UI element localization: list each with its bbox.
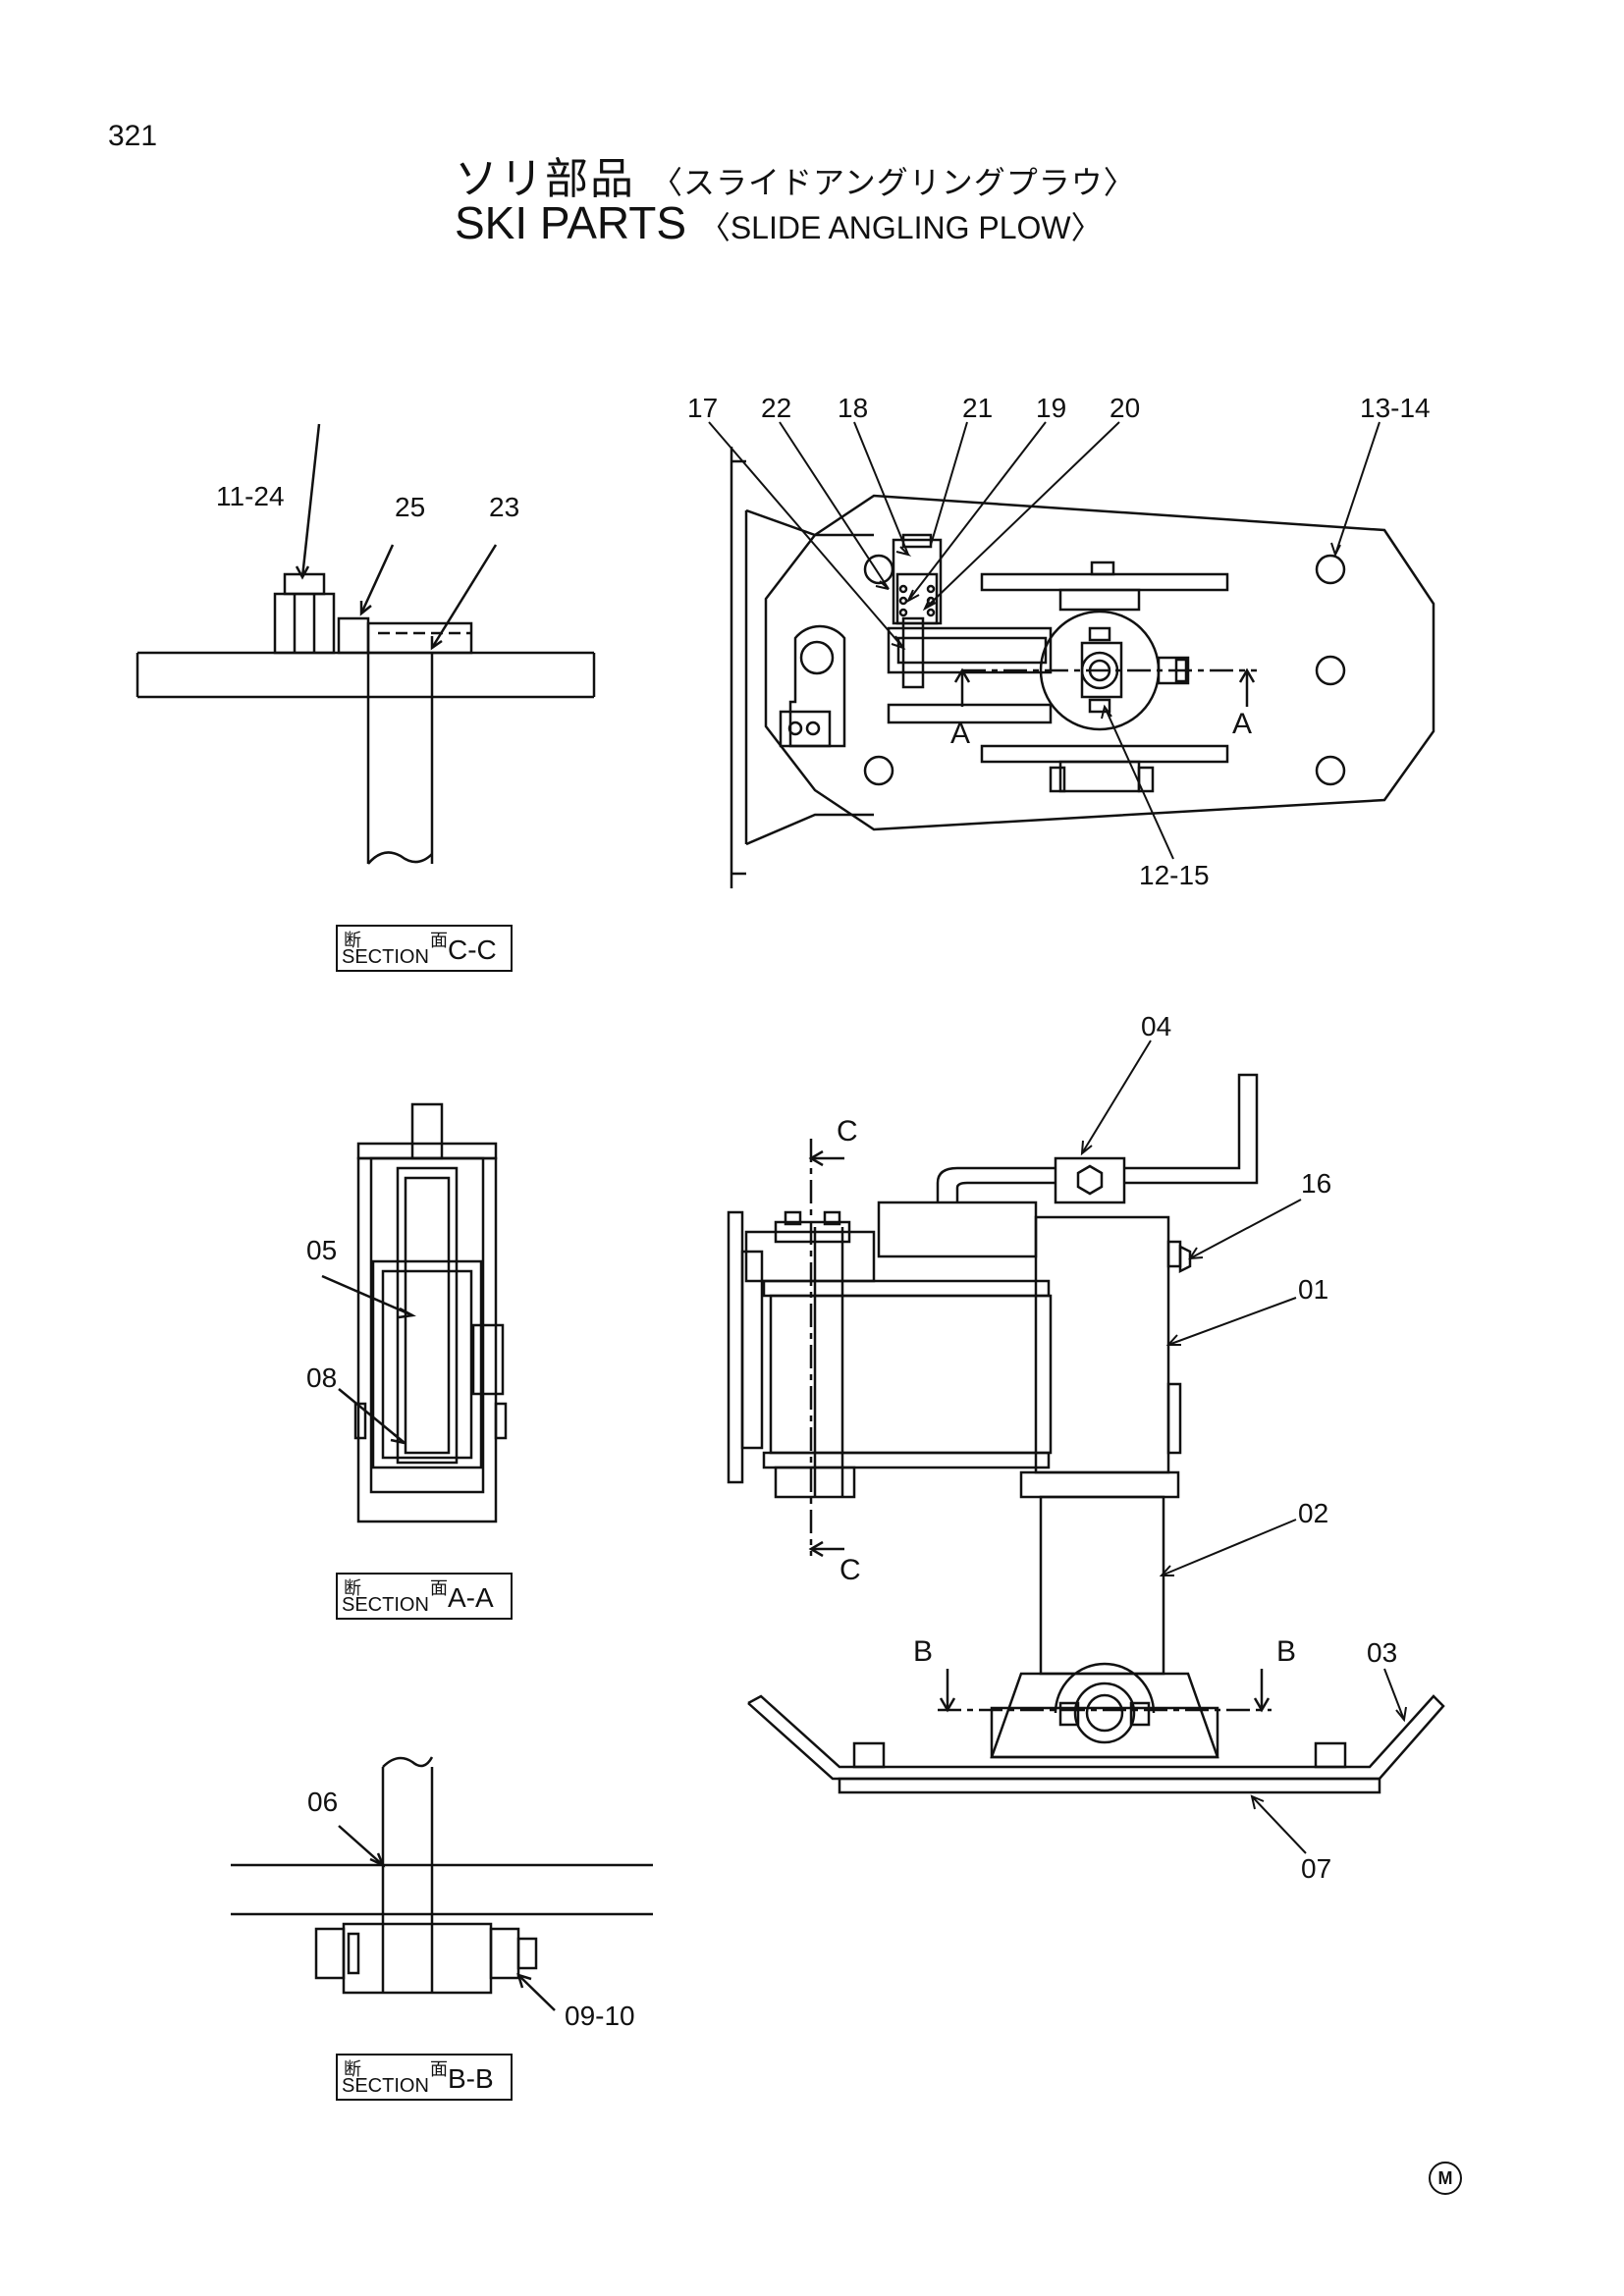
page-number: 321 — [108, 120, 158, 152]
section-code-bb: B-B — [448, 2063, 494, 2094]
section-mark-b-left: B — [913, 1635, 934, 1668]
callout-02: 02 — [1298, 1498, 1329, 1528]
callout-23: 23 — [489, 492, 520, 522]
circled-m-mark: M — [1429, 2162, 1462, 2195]
callout-19: 19 — [1036, 393, 1067, 423]
callout-09-10: 09-10 — [565, 2001, 635, 2031]
section-code-aa: A-A — [448, 1582, 494, 1613]
section-mark-c-bottom: C — [839, 1554, 861, 1586]
section-mark-c-top: C — [837, 1115, 858, 1148]
section-word: SECTION — [342, 1594, 429, 1616]
section-mark-b-right: B — [1276, 1635, 1297, 1668]
callout-12-15: 12-15 — [1139, 860, 1210, 890]
callout-04: 04 — [1141, 1011, 1172, 1041]
callout-25: 25 — [395, 492, 426, 522]
section-label-bb: 断面 SECTION B-B — [336, 2054, 513, 2101]
section-code-cc: C-C — [448, 934, 497, 965]
callout-21: 21 — [962, 393, 994, 423]
callout-11-24: 11-24 — [216, 481, 285, 511]
section-kanji: 断面 — [344, 931, 448, 951]
title-japanese: ソリ部品 〈スライドアングリングプラウ〉 — [455, 143, 1136, 206]
section-cc-drawing — [135, 423, 596, 865]
callout-20: 20 — [1110, 393, 1141, 423]
callout-06: 06 — [307, 1787, 339, 1817]
callout-22: 22 — [761, 393, 792, 423]
section-word: SECTION — [342, 946, 429, 968]
title-jp-sub: 〈スライドアングリングプラウ〉 — [651, 164, 1136, 201]
callout-03: 03 — [1367, 1637, 1398, 1668]
title-english: SKI PARTS 〈SLIDE ANGLING PLOW〉 — [455, 196, 1103, 249]
callout-08: 08 — [306, 1362, 338, 1393]
callout-18: 18 — [838, 393, 869, 423]
callout-17: 17 — [687, 393, 719, 423]
title-en-sub: 〈SLIDE ANGLING PLOW〉 — [698, 210, 1103, 245]
section-label-cc: 断面 SECTION C-C — [336, 925, 513, 972]
top-view — [730, 447, 1435, 888]
callout-05: 05 — [306, 1235, 338, 1265]
section-bb-drawing — [231, 1756, 653, 2011]
section-label-aa: 断面 SECTION A-A — [336, 1573, 513, 1620]
title-en-main: SKI PARTS — [455, 197, 687, 248]
callout-01: 01 — [1298, 1274, 1329, 1305]
section-mark-a-left: A — [950, 718, 971, 750]
section-mark-a-right: A — [1232, 708, 1253, 740]
section-kanji: 断面 — [344, 2059, 448, 2080]
callout-16: 16 — [1301, 1168, 1332, 1199]
top-view-leaders — [708, 421, 1380, 860]
front-view-leaders — [1080, 1040, 1407, 1854]
callout-13-14: 13-14 — [1360, 393, 1431, 423]
callout-07: 07 — [1301, 1853, 1332, 1884]
title-jp-main: ソリ部品 — [455, 154, 635, 204]
section-kanji: 断面 — [344, 1578, 448, 1599]
section-aa-drawing — [321, 1102, 508, 1523]
section-word: SECTION — [342, 2075, 429, 2097]
front-view — [727, 1073, 1445, 1794]
